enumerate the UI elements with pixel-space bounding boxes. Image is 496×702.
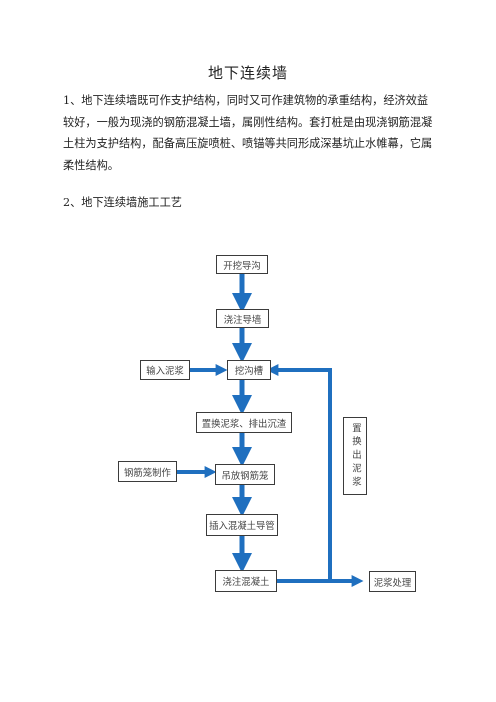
paragraph-1: 1、地下连续墙既可作支护结构，同时又可作建筑物的承重结构，经济效益较好，一般为现… <box>63 94 433 172</box>
step-pour-concrete: 浇注混凝土 <box>215 570 277 592</box>
input-slurry-box: 输入泥浆 <box>140 360 190 380</box>
step-lift-cage: 吊放钢筋笼 <box>215 464 275 485</box>
arrow-return-loop <box>266 364 332 581</box>
step-pour-guide-wall: 浇注导墙 <box>216 309 269 328</box>
replace-out-slurry-box: 置换出泥浆 <box>343 417 367 495</box>
step-excavate-guide-trench: 开挖导沟 <box>216 255 268 274</box>
step-dig-trench: 挖沟槽 <box>227 360 271 380</box>
make-cage-box: 钢筋笼制作 <box>118 461 177 482</box>
step-replace-slurry: 置换泥浆、排出沉渣 <box>196 412 292 433</box>
step-insert-pipe: 插入混凝土导管 <box>206 514 278 536</box>
page-title: 地下连续墙 <box>207 64 288 82</box>
section-heading-2: 2、地下连续墙施工工艺 <box>63 196 182 209</box>
slurry-treatment-box: 泥浆处理 <box>369 571 416 592</box>
